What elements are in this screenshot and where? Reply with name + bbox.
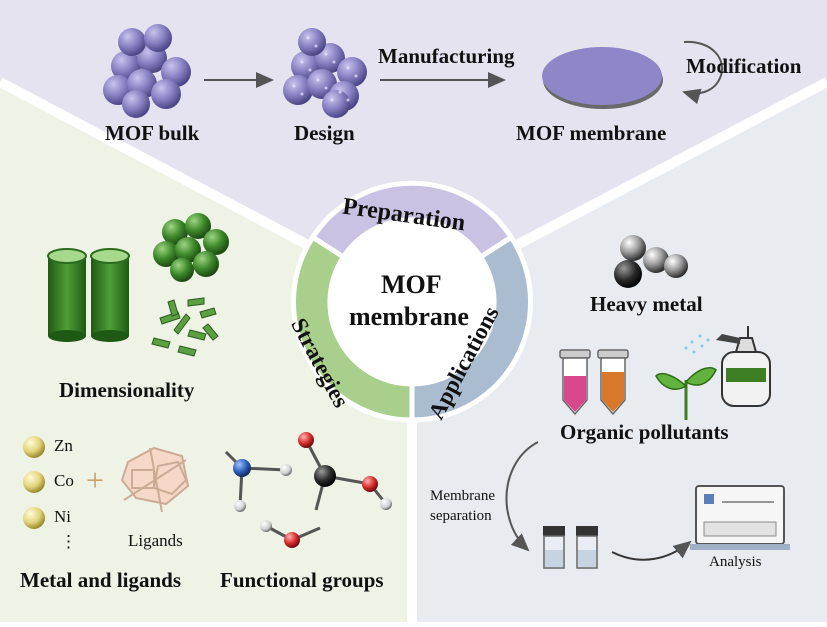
ni-label: Ni xyxy=(54,507,71,526)
analysis-label: Analysis xyxy=(709,554,762,570)
membrane-separation-label-2: separation xyxy=(430,508,492,524)
metal-ellipsis: ⋮ xyxy=(60,532,77,551)
manufacturing-label: Manufacturing xyxy=(378,44,515,68)
amine-molecule xyxy=(224,450,292,512)
design-cluster xyxy=(283,28,367,118)
center-ring xyxy=(290,180,534,423)
modification-label: Modification xyxy=(686,54,802,78)
plant-sprout xyxy=(655,367,717,420)
tube-icons xyxy=(47,248,130,342)
design-label: Design xyxy=(294,121,355,145)
heavy-metal-spheres xyxy=(614,235,688,288)
ring-strategies xyxy=(290,233,415,423)
nanosheet-flakes xyxy=(151,297,219,357)
green-sphere-cluster xyxy=(153,213,229,282)
functional-groups-label: Functional groups xyxy=(220,568,384,592)
zn-sphere xyxy=(23,436,45,458)
zn-label: Zn xyxy=(54,436,73,455)
co-sphere xyxy=(23,471,45,493)
mof-membrane-disc xyxy=(542,47,663,109)
organic-pollutants-label: Organic pollutants xyxy=(560,420,729,444)
membrane-separation-label-1: Membrane xyxy=(430,488,495,504)
mof-bulk-label: MOF bulk xyxy=(105,121,200,145)
center-title-line2: membrane xyxy=(349,302,469,331)
center-title-line1: MOF xyxy=(381,270,442,299)
heavy-metal-label: Heavy metal xyxy=(590,292,703,316)
dimensionality-label: Dimensionality xyxy=(59,378,195,402)
left-sector-bg xyxy=(0,82,412,622)
analysis-instrument xyxy=(690,485,790,550)
mof-membrane-label: MOF membrane xyxy=(516,121,667,145)
orange-vial xyxy=(597,349,629,416)
separation-arrow xyxy=(505,441,539,552)
metal-and-ligands-label: Metal and ligands xyxy=(20,568,182,592)
co-label: Co xyxy=(54,471,74,490)
ring-applications xyxy=(409,233,534,423)
carboxyl-molecule xyxy=(298,432,392,511)
plus-sign: + xyxy=(86,462,105,498)
mof-bulk-cluster xyxy=(103,24,191,118)
analysis-arrow xyxy=(611,540,692,561)
sample-vials xyxy=(543,526,598,569)
spray-bottle xyxy=(684,326,771,407)
pink-vial xyxy=(559,349,591,416)
ring-preparation xyxy=(309,180,515,261)
ligand-framework xyxy=(120,446,190,513)
hydroxyl-molecule xyxy=(260,520,321,548)
ni-sphere xyxy=(23,507,45,529)
ligands-label: Ligands xyxy=(128,531,183,550)
modification-loop-arrow xyxy=(682,40,723,105)
